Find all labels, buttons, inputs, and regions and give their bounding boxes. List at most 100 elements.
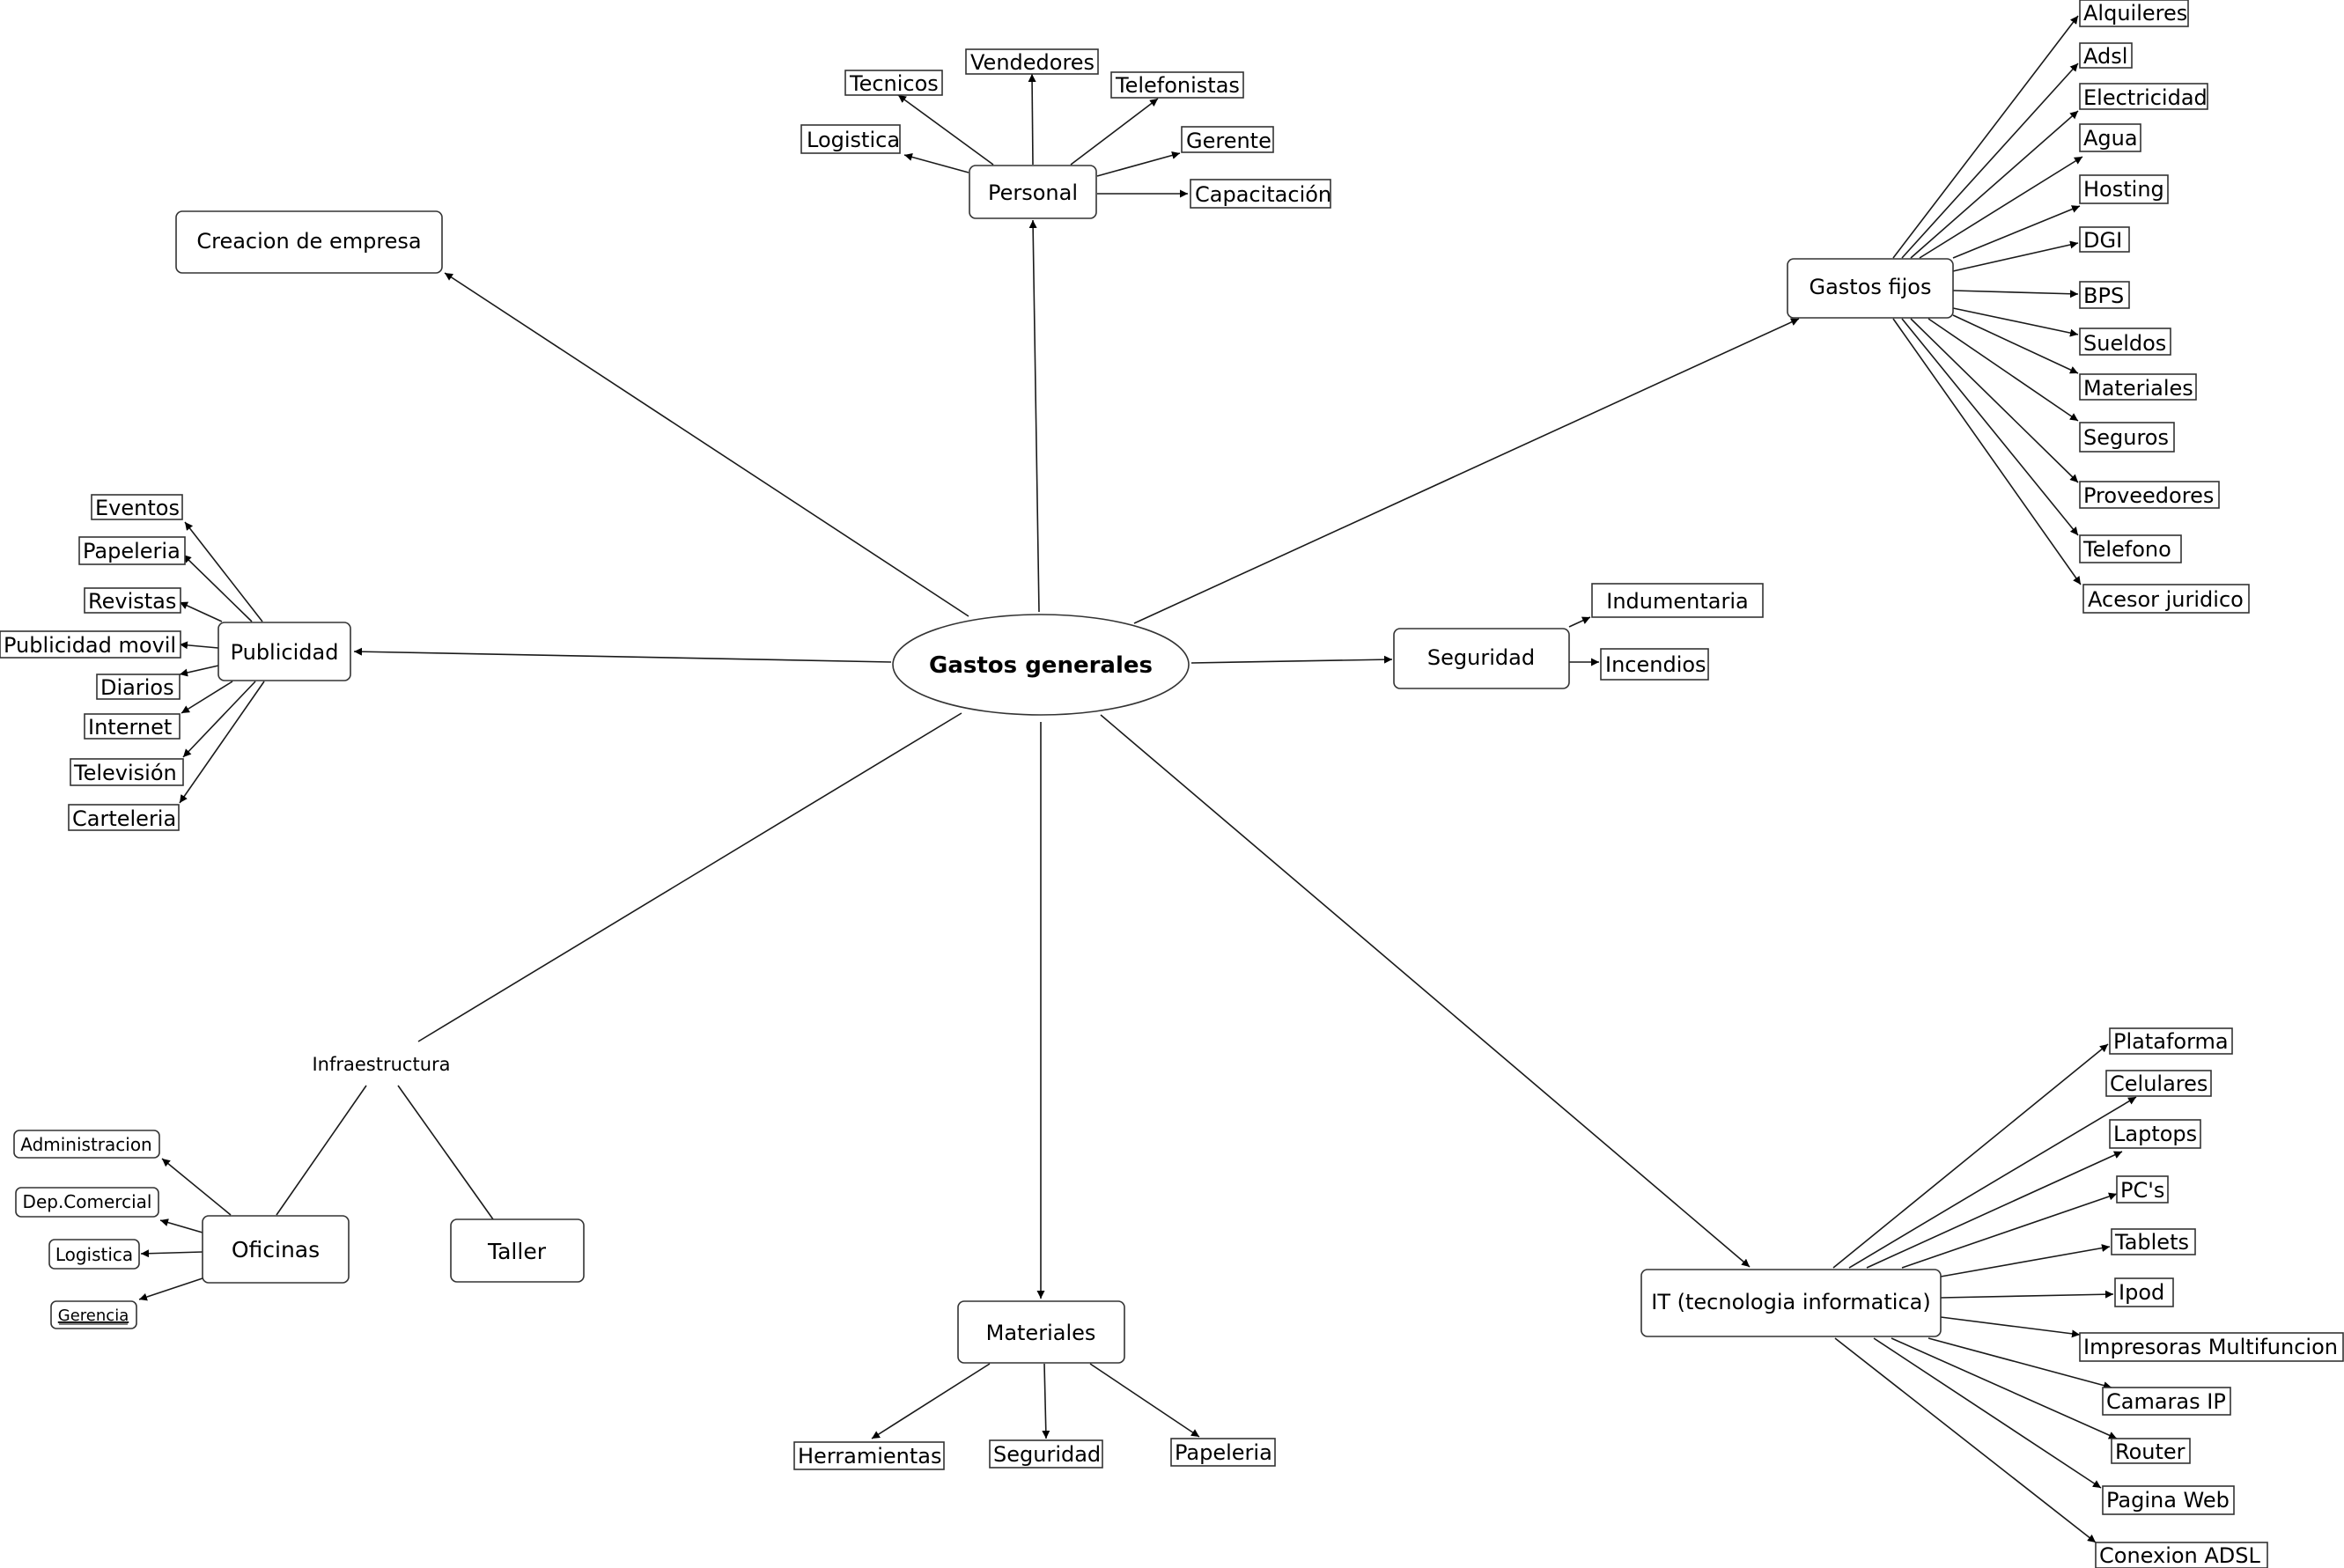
edge [1866, 1151, 2123, 1269]
leaf-box [1190, 179, 1331, 209]
edge [1928, 1337, 2112, 1390]
taller-label: Taller [487, 1239, 547, 1264]
leaf-item: Materiales [2079, 373, 2197, 401]
leaf-label: Alquileres [2083, 1, 2187, 26]
edge [1952, 240, 2079, 272]
seguridad-label: Seguridad [1427, 645, 1535, 670]
edge-materiales-seguridad [1042, 1363, 1050, 1439]
node-oficinas: Oficinas [202, 1215, 350, 1284]
leaf-item: Adsl [2079, 42, 2133, 69]
leaf-box [2109, 1119, 2201, 1149]
node-box [957, 1300, 1125, 1364]
edge-oficinas-gerencia [138, 1277, 203, 1301]
edge [1892, 318, 2082, 585]
leaf-box [800, 124, 901, 154]
node-box [892, 614, 1190, 716]
leaf-box [1110, 71, 1244, 99]
leaf-label: Carteleria [72, 806, 176, 831]
edge [1952, 290, 2079, 298]
leaf-item: Celulares [2105, 1070, 2212, 1097]
edge-oficinas-depcomercial [159, 1218, 203, 1233]
leaf-label: Hosting [2083, 177, 2164, 202]
leaf-label: Celulares [2110, 1071, 2208, 1096]
leaf-item: Sueldos [2079, 328, 2171, 356]
edge [181, 681, 233, 714]
leaf-item: Camaras IP [2102, 1387, 2231, 1416]
leaf-item: Telefonistas [1110, 71, 1244, 99]
node-infraestructura: Infraestructura [312, 1054, 450, 1075]
edge [1891, 1337, 2118, 1439]
node-box [1640, 1269, 1942, 1337]
leaf-box [2079, 83, 2208, 110]
leaf-box [2079, 281, 2130, 309]
leaf-box [91, 494, 183, 520]
leaf-label: Logistica [55, 1244, 133, 1265]
leaf-item: Revistas [84, 587, 181, 614]
leaf-label: Telefono [2082, 537, 2171, 562]
leaf-box [2111, 1438, 2191, 1464]
edge [179, 601, 223, 622]
edge-oficinas-administracion [161, 1158, 232, 1216]
materiales-label: Materiales [986, 1321, 1096, 1345]
leaf-item: Capacitación [1190, 179, 1331, 209]
leaf-box [1600, 648, 1709, 681]
leaf-box [2082, 584, 2250, 614]
edge [1901, 1192, 2118, 1269]
edges-it [1832, 1043, 2137, 1543]
leaf-box [2114, 1277, 2174, 1307]
node-box [217, 622, 351, 681]
node-it: IT (tecnologia informatica) [1640, 1269, 1942, 1337]
edge-center-creacion [444, 272, 969, 617]
edge [179, 665, 219, 677]
node-box [1393, 628, 1570, 689]
leaf-box [48, 1239, 140, 1270]
leaf-label: Papeleria [83, 539, 181, 563]
leaf-label: Telefonistas [1115, 73, 1240, 98]
leaf-label: Eventos [95, 496, 180, 520]
edge [1952, 205, 2081, 259]
leaf-label: Router [2115, 1439, 2186, 1464]
leaf-item: Ipod [2114, 1277, 2174, 1307]
leaf-box [2079, 174, 2169, 204]
leaf-item: Alquileres [2079, 0, 2189, 27]
edge [1952, 307, 2079, 337]
leaf-item: Televisión [70, 758, 184, 786]
leaf-item: Telefono [2079, 534, 2182, 563]
node-box [969, 165, 1097, 219]
edge [1940, 1316, 2081, 1338]
edge [1901, 63, 2079, 259]
it-label: IT (tecnologia informatica) [1651, 1290, 1930, 1314]
leaf-label: Revistas [88, 589, 176, 614]
leaf-box [989, 1439, 1103, 1469]
edge [1940, 1290, 2114, 1299]
edge-materiales-herramientas [871, 1363, 991, 1439]
edge [1832, 1043, 2109, 1269]
leaf-label: Agua [2083, 126, 2138, 151]
gastos-fijos-label: Gastos fijos [1809, 275, 1931, 299]
leaf-item: Electricidad [2079, 83, 2208, 110]
leaf-box [2079, 1332, 2344, 1362]
leaf-label: Sueldos [2083, 331, 2166, 356]
leaf-label: Televisión [73, 761, 177, 785]
leaf-box [70, 758, 184, 786]
leaf-box [68, 804, 180, 831]
leaf-box [844, 70, 943, 96]
leaf-item: Logistica [800, 124, 901, 154]
leaf-item: Papeleria [1170, 1438, 1276, 1467]
leaf-label: Gerencia [58, 1307, 129, 1325]
leaf-label: Conexion ADSL [2099, 1543, 2261, 1568]
leaf-item: Publicidad movil [0, 630, 181, 659]
creacion-label: Creacion de empresa [196, 229, 421, 254]
edge [1892, 15, 2079, 259]
edges-gastos-fijos [1892, 15, 2083, 585]
edge-infra-oficinas [276, 1085, 367, 1216]
edge [1834, 1337, 2097, 1543]
leaf-item: BPS [2079, 281, 2130, 309]
leaf-box [2111, 1228, 2196, 1255]
leaf-item: Internet [84, 713, 181, 740]
edge [1910, 110, 2079, 259]
leaf-label: Acesor juridico [2088, 587, 2244, 612]
leaf-item: DGI [2079, 226, 2130, 253]
center-node: Gastos generales [892, 614, 1190, 716]
leaf-label: Materiales [2083, 376, 2193, 401]
